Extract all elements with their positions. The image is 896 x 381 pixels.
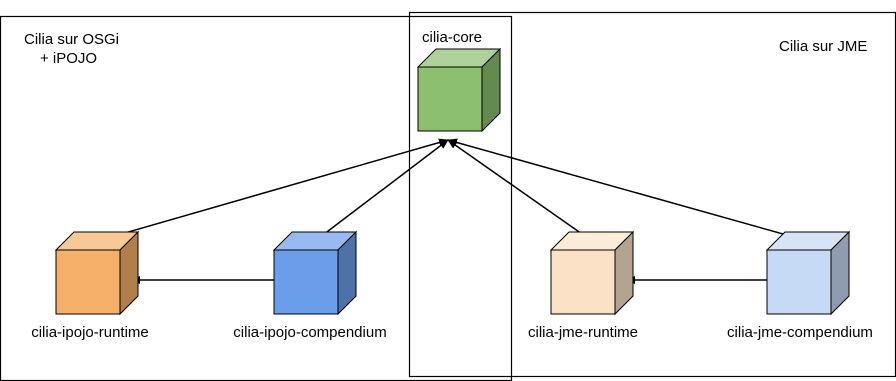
jme-region-title: Cilia sur JME [779,38,867,55]
dependency-arrows [96,138,809,284]
jme-runtime-cube-front-face [550,249,616,315]
osgi-region-title-line2: + iPOJO [40,50,97,67]
ipojo-compendium-label: cilia-ipojo-compendium [233,324,386,341]
arrow-ipojo-compendium-to-core [314,139,449,242]
components: cilia-ipojo-runtime cilia-ipojo-compendiu… [31,47,873,341]
arrow-ipojo-runtime-to-core [96,138,449,242]
jme-compendium-cube: cilia-jme-compendium [727,230,873,341]
ipojo-runtime-label: cilia-ipojo-runtime [31,324,149,341]
jme-runtime-label: cilia-jme-runtime [528,324,638,341]
ipojo-runtime-cube: cilia-ipojo-runtime [31,230,149,341]
osgi-region-title-line1: Cilia sur OSGi [24,31,119,48]
ipojo-compendium-cube: cilia-ipojo-compendium [233,230,387,341]
core-region-title: cilia-core [422,29,482,46]
jme-compendium-label: cilia-jme-compendium [727,324,873,341]
ipojo-runtime-cube-front-face [55,249,121,315]
jme-compendium-cube-front-face [766,249,832,315]
core-cube-front-face [417,66,483,132]
arrow-jme-compendium-to-core [447,138,809,242]
ipojo-compendium-cube-front-face [273,249,339,315]
jme-runtime-cube: cilia-jme-runtime [528,230,638,341]
core-cube [416,47,502,133]
arrow-jme-runtime-to-core [447,139,593,242]
